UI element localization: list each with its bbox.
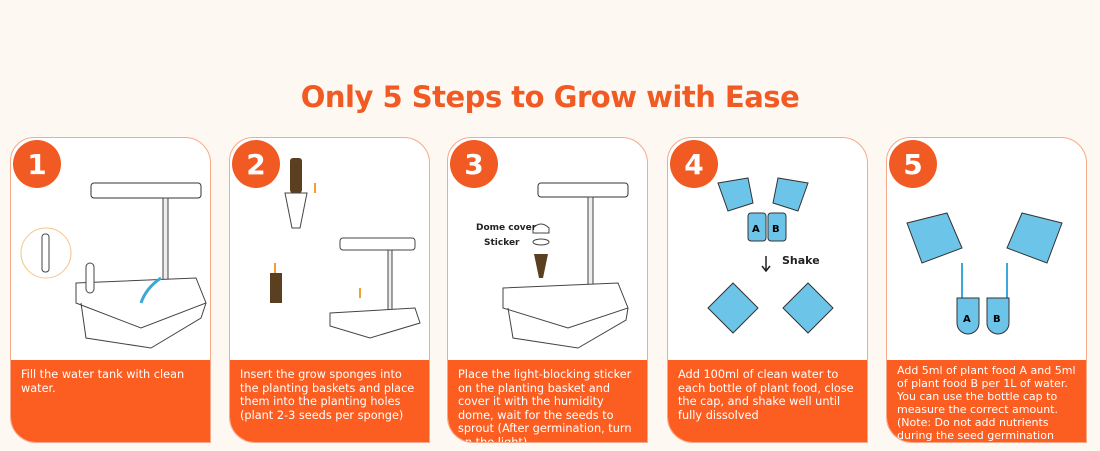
step-description: Fill the water tank with clean water. bbox=[11, 360, 210, 442]
svg-text:B: B bbox=[993, 314, 1001, 325]
step-number-badge: 2 bbox=[232, 140, 280, 188]
step-number-badge: 5 bbox=[889, 140, 937, 188]
svg-text:B: B bbox=[772, 224, 780, 235]
bottle-illustration: A B bbox=[707, 177, 834, 334]
step-number-badge: 3 bbox=[450, 140, 498, 188]
page-title: Only 5 Steps to Grow with Ease bbox=[300, 80, 800, 114]
sticker-label: Sticker bbox=[484, 238, 520, 248]
dome-illustration bbox=[502, 182, 629, 349]
water-tank-illustration bbox=[20, 182, 207, 349]
step-card-4: A B Shake 4 Add 100ml of clean water to … bbox=[667, 137, 868, 443]
step-description: Add 5ml of plant food A and 5ml of plant… bbox=[887, 360, 1086, 442]
measuring-illustration: A B bbox=[906, 212, 1063, 335]
svg-text:A: A bbox=[963, 314, 971, 325]
step-card-1: 1 Fill the water tank with clean water. bbox=[10, 137, 211, 443]
shake-label: Shake bbox=[782, 254, 820, 267]
step-description: Insert the grow sponges into the plantin… bbox=[230, 360, 429, 442]
step-description: Place the light-blocking sticker on the … bbox=[448, 360, 647, 442]
planting-illustration bbox=[270, 158, 421, 339]
step-number-badge: 1 bbox=[13, 140, 61, 188]
step-number-badge: 4 bbox=[670, 140, 718, 188]
step-card-5: A B 5 Add 5ml of plant food A and 5ml of… bbox=[886, 137, 1087, 443]
svg-text:A: A bbox=[752, 224, 760, 235]
step-description: Add 100ml of clean water to each bottle … bbox=[668, 360, 867, 442]
step-card-3: Dome cover Sticker 3 Place the light-blo… bbox=[447, 137, 648, 443]
step-card-2: 2 Insert the grow sponges into the plant… bbox=[229, 137, 430, 443]
dome-cover-label: Dome cover bbox=[476, 223, 537, 233]
